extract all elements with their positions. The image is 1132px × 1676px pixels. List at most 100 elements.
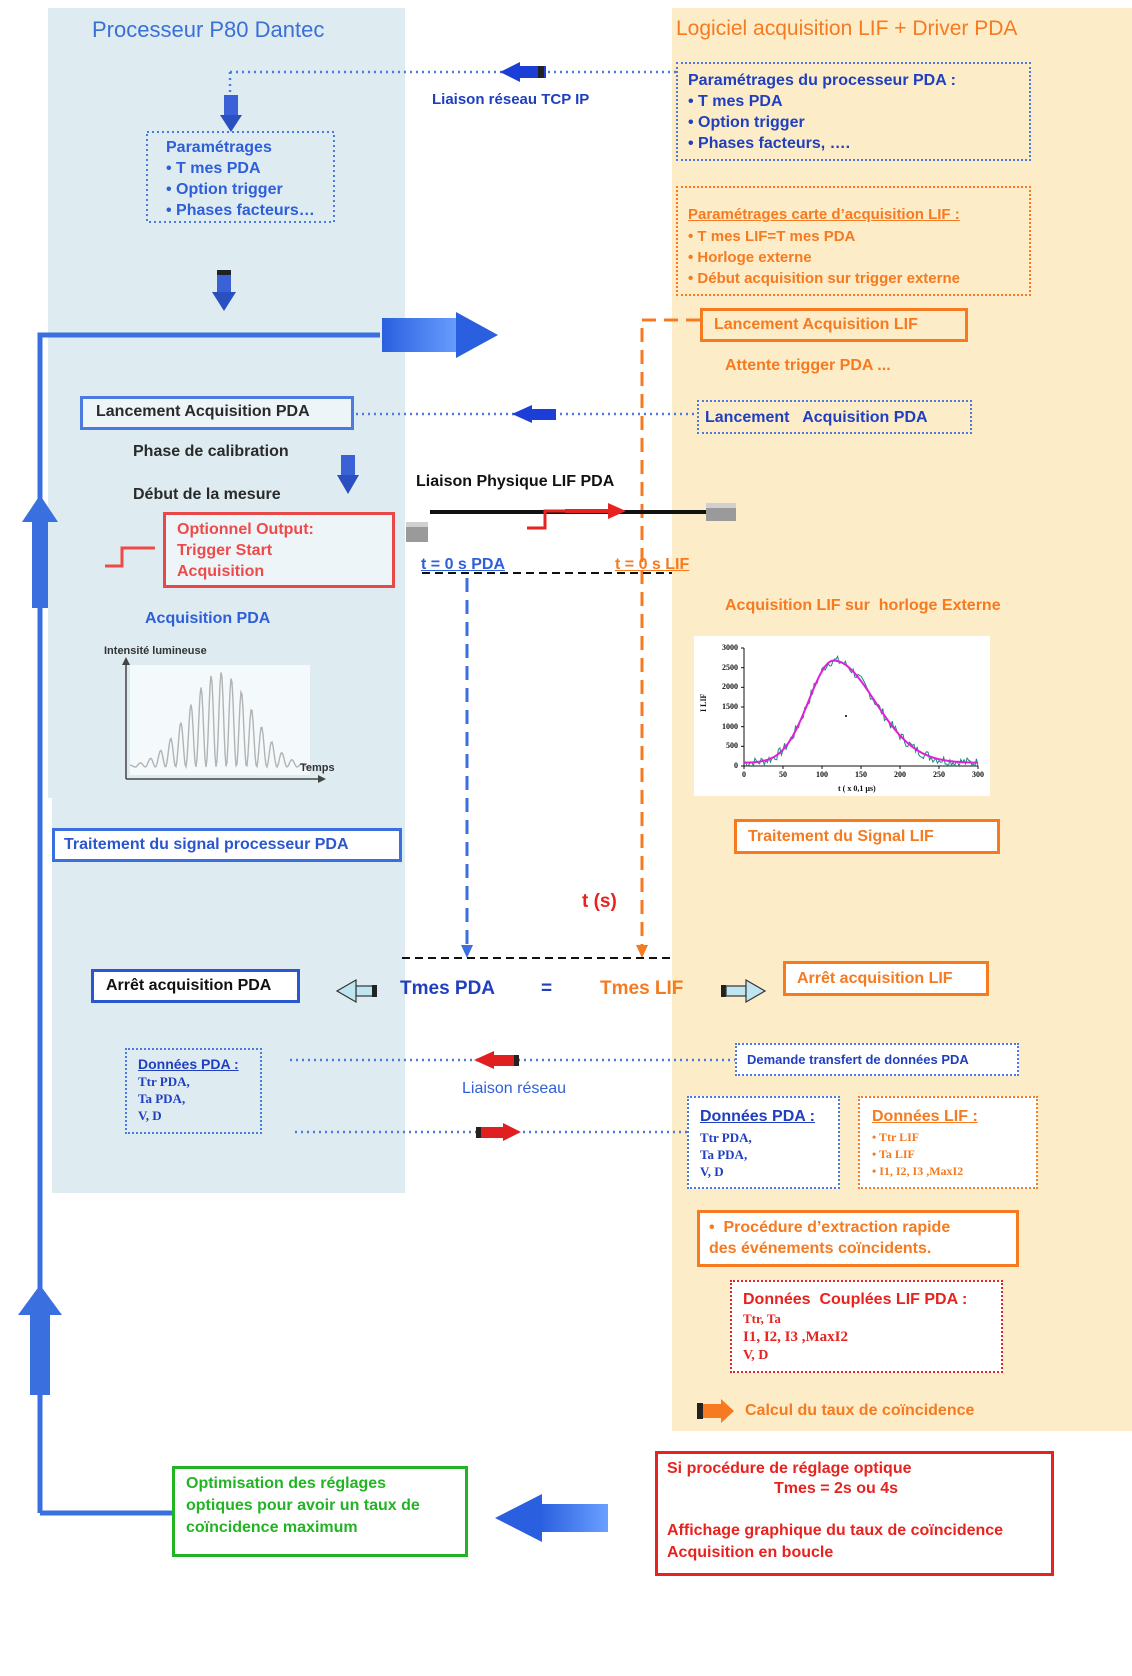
lif-xtick-label: 300 — [972, 770, 984, 779]
launch-pda-label: Lancement Acquisition PDA — [96, 403, 310, 420]
pda-settings-item: • Option trigger — [688, 114, 805, 131]
mini-chart-ylabel: Intensité lumineuse — [104, 645, 207, 657]
lif-measured-signal — [743, 655, 979, 768]
arrow-to-stop-lif-icon — [721, 978, 767, 1004]
lif-signal-chart — [741, 647, 979, 769]
coupled-data-box — [730, 1280, 1003, 1373]
launch-lif-label: Lancement Acquisition LIF — [714, 316, 918, 333]
received-pda-item: Ta PDA, — [700, 1147, 748, 1162]
stop-pda-label: Arrêt acquisition PDA — [106, 977, 272, 994]
params-box-border — [146, 131, 335, 223]
received-pda-data-box — [687, 1096, 840, 1189]
t0-lif-label: t = 0 s LIF — [615, 556, 690, 573]
acq-lif-clock-label: Acquisition LIF sur horloge Externe — [725, 597, 1001, 614]
lif-ytick-label: 3000 — [722, 643, 738, 652]
received-pda-item: Ttr PDA, — [700, 1130, 752, 1145]
params-item: • T mes PDA — [166, 160, 261, 177]
lif-xtick-label: 200 — [894, 770, 906, 779]
down-arrow-calibration-icon — [337, 455, 359, 494]
intensity-signal-chart — [122, 657, 326, 783]
lif-ytick-label: 1500 — [722, 702, 738, 711]
launch-arrow-left-icon — [512, 405, 556, 423]
optimisation-line: optiques pour avoir un taux de — [186, 1497, 420, 1514]
lif-processing-label: Traitement du Signal LIF — [748, 828, 934, 845]
trigger-output-box — [163, 512, 395, 588]
pda-data-title: Données PDA : — [138, 1056, 239, 1072]
right-panel-title: Logiciel acquisition LIF + Driver PDA — [676, 17, 1018, 40]
pda-data-box — [125, 1048, 262, 1134]
launch-pda-request-box — [697, 400, 972, 434]
lif-fit-curve — [743, 659, 979, 764]
feedback-loop-arrow — [18, 312, 498, 1516]
bottom-left-arrow-icon — [495, 1494, 608, 1542]
launch-lif-box — [700, 308, 968, 342]
lif-card-box — [676, 186, 1031, 296]
left-panel-title: Processeur P80 Dantec — [92, 17, 325, 42]
trigger-step-red — [527, 509, 565, 530]
equals-label: = — [541, 978, 553, 999]
time-axis-label: t (s) — [582, 891, 617, 912]
stop-lif-label: Arrêt acquisition LIF — [797, 970, 953, 987]
tmes-pda-label: Tmes PDA — [400, 978, 496, 999]
arrow-to-stop-pda-icon — [335, 978, 377, 1004]
params-item: • Phases facteurs… — [166, 202, 315, 219]
pda-settings-item: • T mes PDA — [688, 93, 783, 110]
trigger-output-line: Acquisition — [177, 563, 265, 580]
lif-chart-xlabel: t ( x 0,1 µs) — [838, 784, 876, 793]
lif-ytick-label: 500 — [726, 741, 738, 751]
lif-ytick-label: 0 — [734, 761, 738, 770]
stop-lif-box — [783, 961, 989, 996]
lif-xtick-label: 150 — [855, 770, 867, 779]
mini-chart-xlabel: Temps — [300, 762, 335, 774]
pda-data-item: Ttr PDA, — [138, 1074, 190, 1089]
signal-processing-pda-label: Traitement du signal processeur PDA — [64, 836, 349, 853]
lif-data-item: • I1, I2, I3 ,MaxI2 — [872, 1164, 964, 1178]
stop-pda-box — [91, 969, 300, 1003]
procedure-box — [655, 1451, 1054, 1576]
doppler-burst-line — [130, 672, 311, 770]
tcp-arrow-left-icon — [500, 62, 546, 82]
connector-left-icon — [406, 522, 428, 542]
coupled-data-item: I1, I2, I3 ,MaxI2 — [743, 1329, 849, 1345]
coupled-data-item: Ttr, Ta — [743, 1311, 781, 1326]
start-measure-label: Début de la mesure — [133, 486, 281, 503]
lif-ytick-label: 2000 — [722, 682, 738, 692]
trigger-output-line: Optionnel Output: — [177, 521, 314, 538]
lif-data-box — [858, 1096, 1038, 1189]
lif-ytick-label: 1000 — [722, 721, 738, 731]
pda-data-item: V, D — [138, 1108, 162, 1123]
lif-chart-axes — [741, 647, 979, 769]
lif-xtick-label: 100 — [816, 770, 828, 779]
pda-settings-title: Paramétrages du processeur PDA : — [688, 72, 956, 89]
params-item: • Option trigger — [166, 181, 283, 198]
lif-card-title: Paramétrages carte d’acquisition LIF : — [688, 206, 960, 223]
t0-pda-label: t = 0 s PDA — [421, 556, 506, 573]
tcp-link-label: Liaison réseau TCP IP — [432, 91, 590, 108]
connector-right-icon — [706, 503, 736, 521]
procedure-line: Acquisition en boucle — [667, 1544, 834, 1561]
pda-settings-box — [676, 62, 1031, 161]
coupled-data-title: Données Couplées LIF PDA : — [743, 1291, 968, 1308]
calc-arrow-icon — [697, 1399, 734, 1423]
optimisation-line: Optimisation des réglages — [186, 1475, 387, 1492]
lif-xtick-label: 50 — [779, 770, 787, 779]
transfer-request-label: Demande transfert de données PDA — [747, 1052, 969, 1067]
tmes-lif-label: Tmes LIF — [600, 978, 684, 999]
lif-card-item: • T mes LIF=T mes PDA — [688, 228, 856, 245]
lif-data-item: • Ta LIF — [872, 1147, 915, 1161]
lif-xtick-label: 0 — [742, 770, 746, 779]
received-pda-title: Données PDA : — [700, 1108, 815, 1125]
procedure-line: Tmes = 2s ou 4s — [774, 1480, 899, 1497]
extraction-box — [697, 1210, 1019, 1267]
lif-data-item: • Ttr LIF — [872, 1130, 920, 1144]
launch-pda-box — [80, 396, 354, 430]
waiting-trigger-label: Attente trigger PDA ... — [725, 357, 891, 374]
transfer-request-box — [735, 1043, 1019, 1076]
lif-processing-box — [734, 819, 1000, 854]
lif-card-item: • Début acquisition sur trigger externe — [688, 270, 960, 287]
procedure-line: Affichage graphique du taux de coïnciden… — [667, 1522, 1004, 1539]
red-arrow-right-icon — [476, 1123, 521, 1141]
launch-pda-request-label: Lancement Acquisition PDA — [705, 409, 928, 426]
lif-launch-connector — [640, 318, 700, 950]
